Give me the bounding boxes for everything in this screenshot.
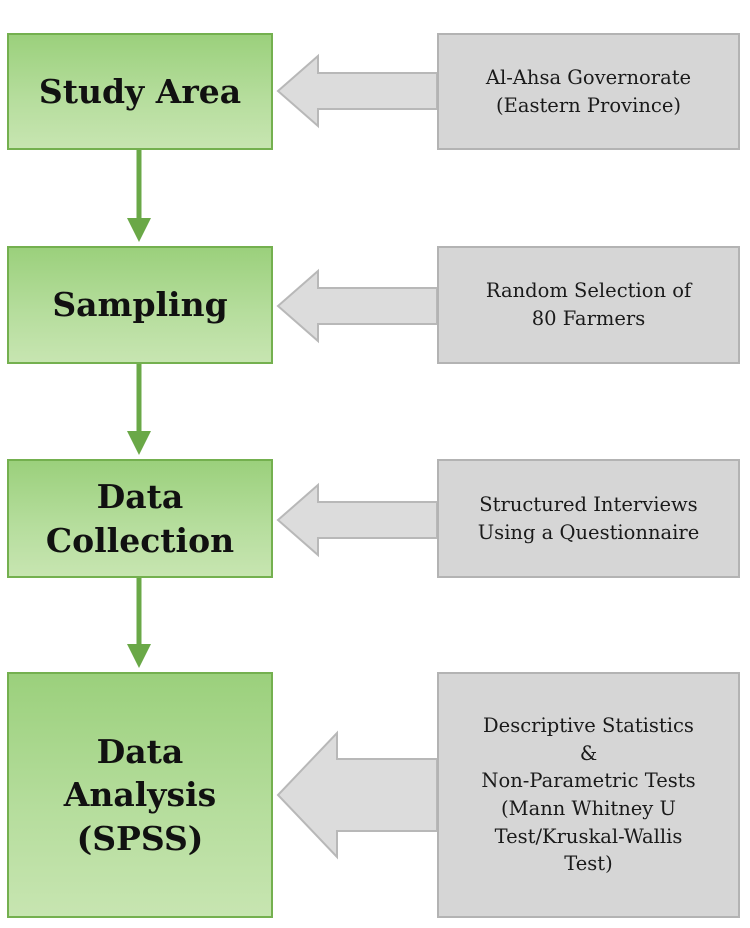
down-arrow-3	[127, 578, 151, 668]
note-text: Descriptive Statistics & Non-Parametric …	[481, 713, 696, 876]
step-label: Study Area	[38, 71, 242, 111]
note-text: Al-Ahsa Governorate (Eastern Province)	[485, 65, 692, 117]
step-label: Sampling	[52, 285, 228, 325]
step-study-area: Study Area	[7, 33, 273, 150]
down-arrow-1	[127, 150, 151, 242]
step-sampling: Sampling	[7, 246, 273, 364]
note-text: Structured Interviews Using a Questionna…	[477, 492, 700, 544]
side-arrow-1	[276, 53, 438, 129]
side-arrow-4	[276, 730, 438, 860]
step-label: Data Collection	[45, 476, 235, 560]
note-study-area: Al-Ahsa Governorate (Eastern Province)	[437, 33, 740, 150]
down-arrow-2	[127, 364, 151, 455]
note-text: Random Selection of 80 Farmers	[485, 279, 692, 330]
step-data-collection: Data Collection	[7, 459, 273, 578]
step-data-analysis: Data Analysis (SPSS)	[7, 672, 273, 918]
side-arrow-2	[276, 268, 438, 344]
note-data-collection: Structured Interviews Using a Questionna…	[437, 459, 740, 578]
note-data-analysis: Descriptive Statistics & Non-Parametric …	[437, 672, 740, 918]
note-sampling: Random Selection of 80 Farmers	[437, 246, 740, 364]
step-label: Data Analysis (SPSS)	[63, 731, 217, 858]
side-arrow-3	[276, 482, 438, 558]
